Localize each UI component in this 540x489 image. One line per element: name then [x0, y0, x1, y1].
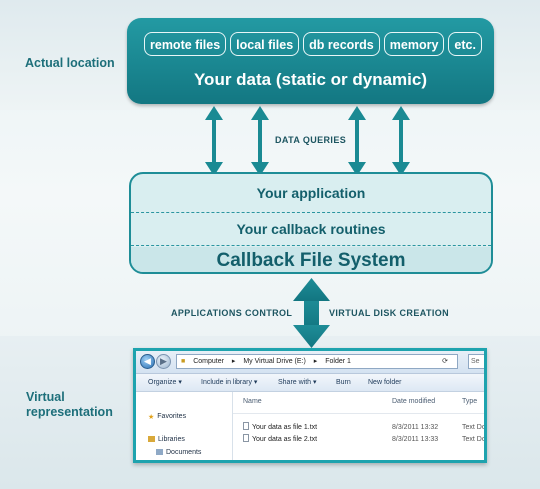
share-with-button[interactable]: Share with ▾: [278, 379, 317, 386]
query-arrow-1: [205, 106, 223, 176]
file-name: Your data as file 1.txt: [243, 422, 317, 433]
chip-etc: etc.: [448, 32, 482, 56]
breadcrumb-separator-2: ▸: [313, 358, 318, 365]
library-icon: [148, 436, 155, 442]
virtual-label-line2: representation: [26, 405, 113, 419]
data-queries-label: DATA QUERIES: [275, 135, 347, 145]
documents-icon: [156, 449, 163, 455]
query-arrow-4: [392, 106, 410, 176]
virtual-disk-creation-label: VIRTUAL DISK CREATION: [329, 308, 450, 318]
file-row[interactable]: Your data as file 1.txt 8/3/2011 13:32 T…: [233, 422, 487, 433]
address-bar-area: ◀ ▶ ■ Computer ▸ My Virtual Drive (E:) ▸…: [136, 351, 484, 374]
breadcrumb-folder-1[interactable]: Folder 1: [325, 358, 351, 365]
chip-remote-files: remote files: [144, 32, 227, 56]
organize-button[interactable]: Organize ▾: [148, 379, 182, 386]
forward-button[interactable]: ▶: [156, 354, 171, 369]
header-divider: [233, 413, 484, 414]
dashed-divider-1: [131, 212, 491, 213]
refresh-icon[interactable]: ⟳: [442, 358, 448, 365]
file-type: Text Doc: [462, 436, 487, 443]
virtual-representation-label: Virtual representation: [26, 390, 113, 420]
virtual-label-line1: Virtual: [26, 390, 65, 404]
include-in-library-button[interactable]: Include in library ▾: [201, 379, 258, 386]
control-arrow: [293, 278, 330, 348]
file-date: 8/3/2011 13:32: [392, 424, 439, 431]
column-header-name[interactable]: Name: [243, 398, 262, 405]
actual-location-label: Actual location: [25, 56, 115, 70]
back-button[interactable]: ◀: [140, 354, 155, 369]
address-field[interactable]: ■ Computer ▸ My Virtual Drive (E:) ▸ Fol…: [176, 354, 458, 369]
chip-memory: memory: [383, 32, 445, 56]
text-file-icon: [243, 434, 249, 442]
file-date: 8/3/2011 13:33: [392, 436, 439, 443]
your-application-row: Your application: [256, 185, 366, 201]
nav-item-documents[interactable]: Documents: [156, 449, 201, 456]
file-row[interactable]: Your data as file 2.txt 8/3/2011 13:33 T…: [233, 434, 487, 445]
application-stack-box: Your application Your callback routines …: [129, 172, 493, 274]
breadcrumb-virtual-drive[interactable]: My Virtual Drive (E:): [243, 358, 306, 365]
nav-item-favorites[interactable]: ★Favorites: [148, 413, 187, 421]
nav-label-favorites: Favorites: [157, 413, 187, 420]
column-header-type[interactable]: Type: [462, 398, 478, 405]
chip-db-records: db records: [303, 32, 380, 56]
text-file-icon: [243, 422, 249, 430]
file-type: Text Doc: [462, 424, 487, 431]
column-header-date-modified[interactable]: Date modified: [392, 398, 436, 405]
search-input[interactable]: Se: [468, 354, 484, 369]
applications-control-label: APPLICATIONS CONTROL: [171, 308, 293, 318]
star-icon: ★: [148, 414, 155, 421]
nav-label-documents: Documents: [166, 449, 202, 456]
explorer-window: ◀ ▶ ■ Computer ▸ My Virtual Drive (E:) ▸…: [133, 348, 487, 463]
file-name: Your data as file 2.txt: [243, 434, 317, 445]
data-box-title: Your data (static or dynamic): [193, 70, 427, 89]
callback-routines-row: Your callback routines: [236, 221, 386, 237]
chip-local-files: local files: [230, 32, 300, 56]
new-folder-button[interactable]: New folder: [368, 379, 402, 386]
file-name-text: Your data as file 1.txt: [252, 424, 318, 431]
query-arrow-2: [251, 106, 269, 176]
nav-item-libraries[interactable]: Libraries: [148, 436, 185, 443]
query-arrow-3: [348, 106, 366, 176]
callback-file-system-row: Callback File System: [131, 247, 491, 272]
dashed-divider-2: [131, 245, 491, 246]
nav-label-libraries: Libraries: [158, 436, 185, 443]
navigation-pane: ★Favorites Libraries Documents: [136, 392, 233, 460]
file-list: Name Date modified Type Your data as fil…: [233, 392, 487, 460]
folder-icon: ■: [181, 358, 186, 365]
data-sources-box: remote files local files db records memo…: [127, 18, 494, 104]
command-toolbar: Organize ▾ Include in library ▾ Share wi…: [136, 374, 484, 392]
breadcrumb-computer[interactable]: Computer: [193, 358, 224, 365]
data-source-chips: remote files local files db records memo…: [144, 32, 482, 56]
file-name-text: Your data as file 2.txt: [252, 436, 318, 443]
breadcrumb-separator-1: ▸: [231, 358, 236, 365]
burn-button[interactable]: Burn: [336, 379, 351, 386]
